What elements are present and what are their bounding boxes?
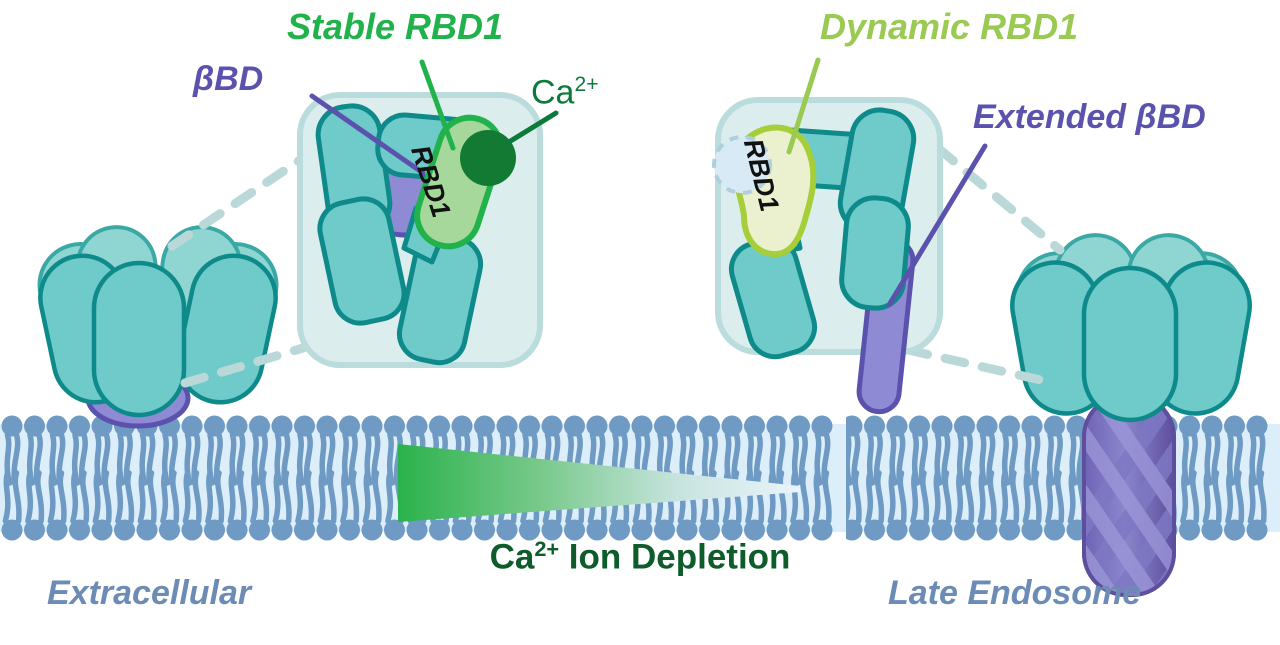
stable-state-inset [297, 92, 543, 368]
leader-extended-bbd [886, 143, 988, 308]
leader-stable-rbd1 [419, 59, 456, 151]
caption-ca-ion-depletion: Ca2+ Ion Depletion [0, 538, 1280, 575]
calcium-symbol: Ca [531, 73, 575, 112]
inset-connector-lines [167, 143, 1065, 388]
depletion-ion-charge: 2+ [534, 536, 560, 561]
connector-right-lower [903, 345, 1059, 388]
perforin-like-protein-closed [37, 225, 279, 429]
perforin-like-protein-inserted [1010, 233, 1252, 597]
leader-bbd [309, 93, 426, 176]
label-bbd: βBD [193, 60, 264, 98]
label-calcium-ion: Ca2+ [531, 74, 599, 109]
depletion-ion-symbol: Ca [489, 537, 535, 577]
calcium-ion-bound [460, 130, 516, 186]
late-endosome-membrane-bilayer [846, 415, 1280, 541]
label-extended-bbd: Extended βBD [973, 98, 1206, 136]
connector-left-lower [180, 343, 308, 388]
calcium-depletion-gradient [398, 444, 800, 522]
calcium-ion-absent [712, 135, 772, 195]
label-late-endosome: Late Endosome [888, 574, 1142, 612]
dynamic-state-inset [712, 97, 943, 415]
label-dynamic-rbd1: Dynamic RBD1 [820, 6, 1079, 47]
depletion-caption-text: Ion Depletion [559, 537, 791, 577]
leader-dynamic-rbd1 [786, 57, 821, 155]
connector-right-upper [933, 143, 1065, 255]
label-extracellular: Extracellular [47, 574, 252, 612]
leader-calcium [506, 110, 559, 145]
connector-left-upper [167, 155, 305, 251]
label-stable-rbd1: Stable RBD1 [287, 6, 504, 47]
calcium-charge: 2+ [574, 73, 599, 96]
